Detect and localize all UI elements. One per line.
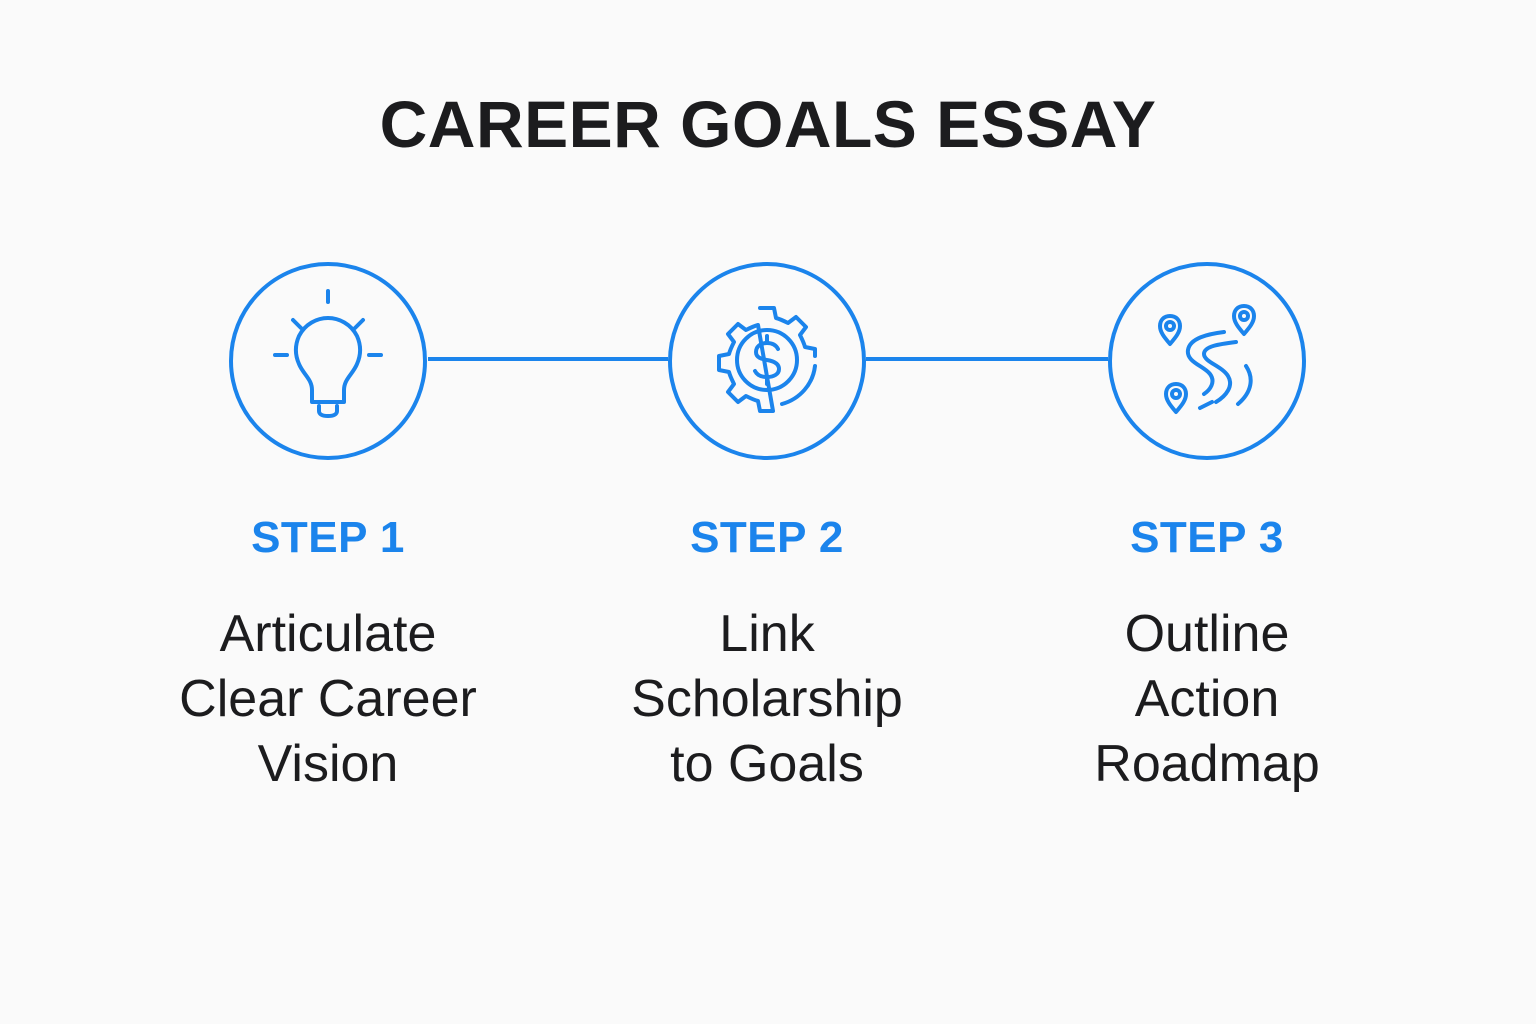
page-title: CAREER GOALS ESSAY — [379, 87, 1157, 161]
gear-dollar-icon — [717, 306, 817, 413]
step-3-description-line: Action — [1134, 670, 1280, 728]
step-3-icon-circle — [1108, 262, 1306, 460]
step-2-description-line: Link — [719, 605, 815, 663]
lightbulb-icon — [273, 289, 383, 418]
step-2-icon-circle — [668, 262, 866, 460]
step-1-icon-circle — [229, 262, 427, 460]
step-1-description: Articulate Clear Career Vision — [148, 602, 508, 797]
step-1-description-line: Articulate — [219, 605, 437, 663]
step-1-description-line: Vision — [257, 735, 399, 793]
step-2-description-line: Scholarship — [631, 670, 903, 728]
step-2-label: STEP 2 — [690, 513, 844, 562]
step-3-description-line: Outline — [1124, 605, 1290, 663]
step-3-description: Outline Action Roadmap — [1027, 602, 1387, 797]
connector-line-1-2 — [428, 357, 668, 361]
step-3-description-line: Roadmap — [1094, 735, 1320, 793]
step-3-label: STEP 3 — [1130, 513, 1284, 562]
roadmap-icon — [1158, 304, 1256, 414]
step-1-description-line: Clear Career — [179, 670, 477, 728]
step-1-label: STEP 1 — [251, 513, 405, 562]
step-2-description-line: to Goals — [670, 735, 864, 793]
step-2-description: Link Scholarship to Goals — [587, 602, 947, 797]
connector-line-2-3 — [866, 357, 1108, 361]
